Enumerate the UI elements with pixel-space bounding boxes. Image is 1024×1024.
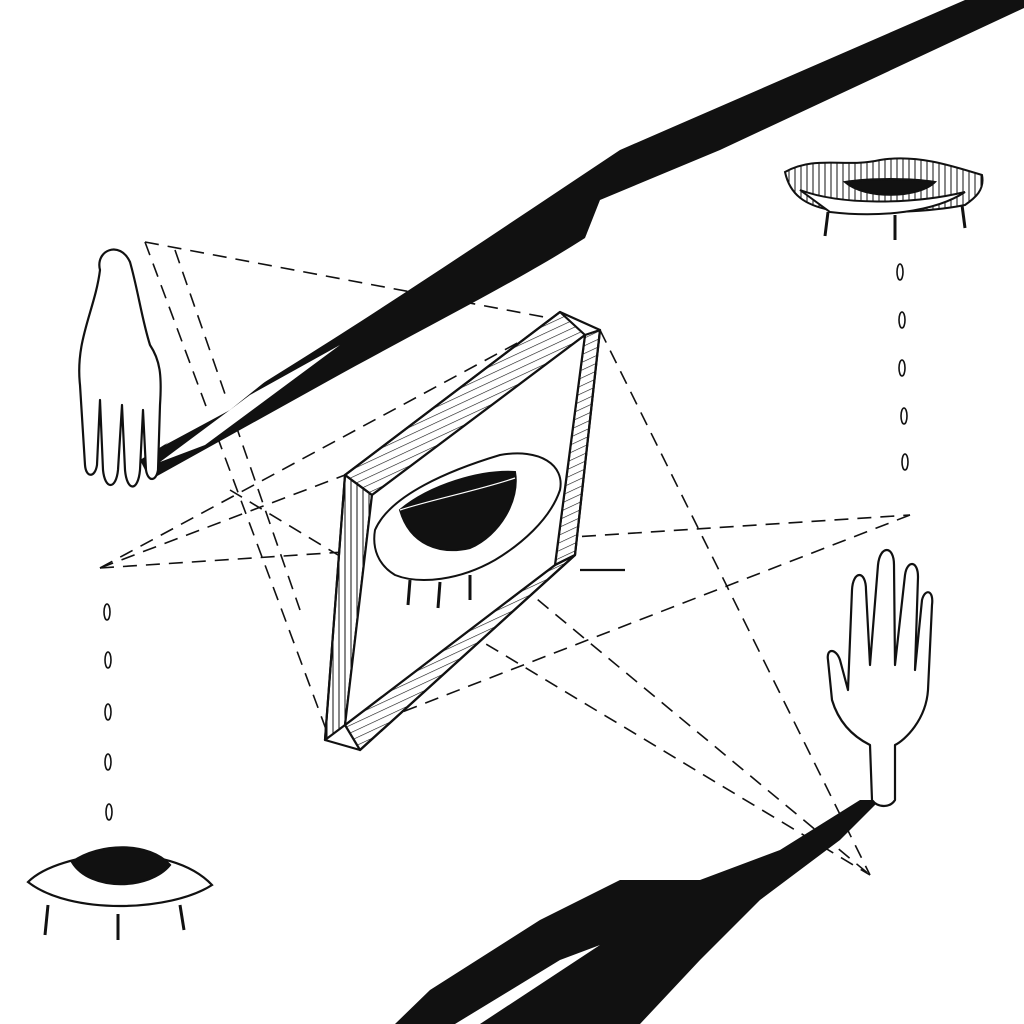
tear-drops-right [896,263,909,471]
shadow-lower [395,800,880,1024]
eye-upper-right [783,157,984,240]
tear-drops-left [103,603,113,821]
dashed-sight-lines [99,241,911,876]
eye-in-frame [373,452,562,609]
eye-lower-left [26,846,214,940]
hand-lower-right [826,548,934,808]
hand-upper-left [78,248,162,488]
shadow-upper [140,0,1024,480]
